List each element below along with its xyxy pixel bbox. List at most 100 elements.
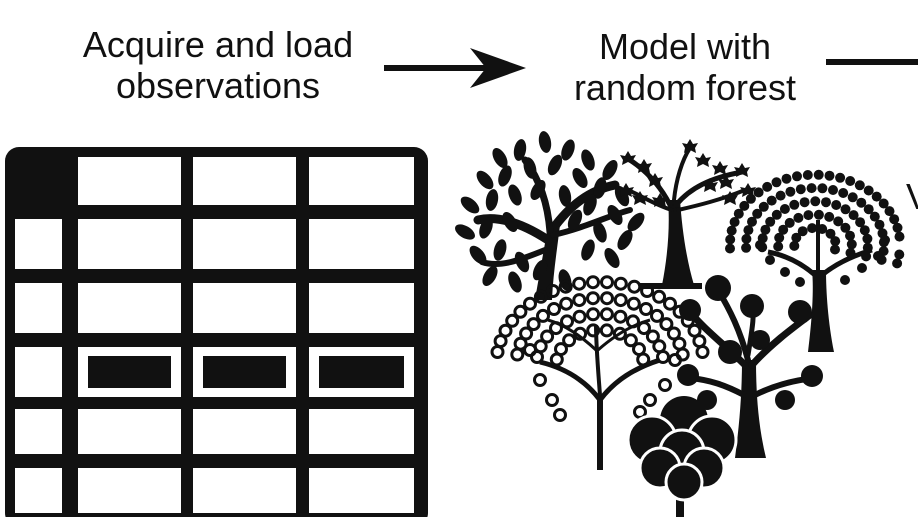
ring-shape <box>533 373 547 387</box>
dotted-tree-icon <box>725 169 905 352</box>
ring-shape <box>613 276 628 291</box>
ring-shape <box>586 291 600 306</box>
ring-shape <box>586 275 600 290</box>
dot-shape <box>789 199 800 210</box>
dot-shape <box>880 235 890 245</box>
dot-shape <box>729 217 740 227</box>
leaf-shape <box>602 160 618 180</box>
leaf-shape <box>572 168 588 188</box>
ring-shape <box>626 296 641 311</box>
table-cell <box>193 283 296 333</box>
dot-shape <box>781 173 792 184</box>
table-cell-bar <box>319 356 404 388</box>
ring-shape <box>613 293 628 308</box>
dot-shape <box>835 172 846 183</box>
dot-shape <box>803 210 814 221</box>
table-cell <box>78 157 181 205</box>
dot-shape <box>840 204 851 215</box>
leaf-shape <box>593 177 607 199</box>
dot-shape <box>807 223 818 234</box>
ring-shape <box>498 323 513 338</box>
dot-shape <box>758 201 769 212</box>
table-cell <box>309 283 414 333</box>
dot-shape <box>725 234 736 245</box>
leaf-shape <box>567 209 583 231</box>
dot-shape <box>857 263 867 273</box>
dot-shape <box>859 225 870 236</box>
dot-shape <box>824 211 835 222</box>
leaf-shape <box>583 194 597 216</box>
dot-shape <box>863 185 874 196</box>
leaf-shape <box>513 139 527 161</box>
table-cell <box>78 468 181 513</box>
table-cell <box>193 219 296 269</box>
dot-shape <box>831 200 842 210</box>
table-cell <box>78 283 181 333</box>
dot-shape <box>810 196 821 207</box>
table-cell <box>78 409 181 454</box>
table-cell <box>15 347 62 397</box>
ring-shape <box>547 302 561 316</box>
step-label-acquire: Acquire and load observations <box>48 24 388 106</box>
dot-shape <box>773 241 784 252</box>
leafy-tree-icon <box>455 131 645 300</box>
ball-shape <box>677 364 699 386</box>
ring-shape <box>559 296 574 311</box>
ring-shape <box>513 304 528 319</box>
dot-shape <box>894 231 905 242</box>
ring-shape <box>560 314 574 329</box>
maple-leaf-shape <box>632 191 648 205</box>
dot-shape <box>892 222 903 233</box>
ring-shape <box>666 326 681 341</box>
ring-shape <box>490 345 505 359</box>
ring-shape <box>545 393 559 407</box>
ring-shape <box>523 296 537 311</box>
table-cell <box>78 219 181 269</box>
dot-shape <box>817 183 828 194</box>
maple-leaf-shape <box>740 183 756 197</box>
dot-shape <box>771 209 782 220</box>
ring-shape <box>523 343 537 357</box>
dot-shape <box>775 190 786 201</box>
ball-shape <box>750 330 770 350</box>
table-cell <box>309 157 414 205</box>
ball-shape <box>705 275 731 301</box>
leaf-shape <box>460 196 480 214</box>
dot-shape <box>847 192 858 203</box>
leaf-shape <box>581 239 595 261</box>
ring-shape <box>652 289 667 304</box>
dot-shape <box>753 187 764 198</box>
ring-shape <box>526 317 541 332</box>
ring-shape <box>540 329 555 344</box>
dot-shape <box>743 225 754 236</box>
dot-shape <box>765 216 776 227</box>
dot-shape <box>789 240 800 251</box>
ring-shape <box>637 321 651 336</box>
leaf-shape <box>455 224 475 240</box>
ring-shape <box>513 336 528 351</box>
table-cell <box>193 468 296 513</box>
dot-shape <box>813 169 824 180</box>
ring-shape <box>623 333 638 348</box>
ring-shape <box>572 293 587 308</box>
dot-shape <box>873 251 883 261</box>
dot-shape <box>884 206 895 217</box>
dot-shape <box>824 170 835 181</box>
dot-shape <box>854 180 865 191</box>
maple-tree-icon <box>618 139 756 289</box>
dot-shape <box>806 183 817 194</box>
ring-shape <box>600 275 614 290</box>
dot-shape <box>802 170 813 180</box>
ring-shape <box>549 321 563 336</box>
ring-shape <box>599 323 614 338</box>
ring-shape <box>505 313 520 328</box>
step-label-line: V <box>906 176 918 217</box>
dot-shape <box>856 197 867 208</box>
leaf-shape <box>492 148 508 168</box>
dot-shape <box>838 188 849 198</box>
ring-shape <box>695 345 710 359</box>
dot-shape <box>799 197 810 208</box>
dot-shape <box>846 239 857 250</box>
maple-leaf-shape <box>652 193 668 207</box>
table-cell <box>15 219 62 269</box>
